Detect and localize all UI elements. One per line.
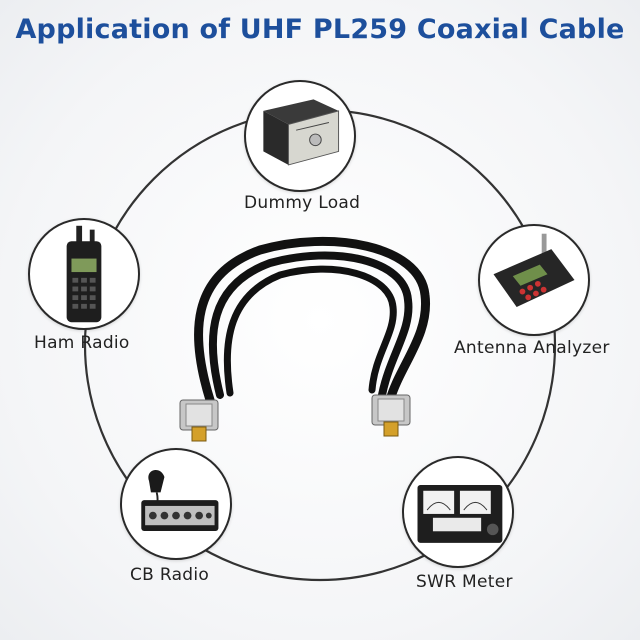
swr-meter-icon (417, 485, 503, 543)
antenna-analyzer-node (478, 224, 590, 336)
dummy-load-label: Dummy Load (244, 193, 361, 213)
dummy-load-device-icon (263, 99, 340, 166)
right-pl259-connector (371, 394, 411, 437)
cb-radio-node (120, 448, 232, 560)
cb-radio-icon (141, 470, 219, 531)
dummy-load-node (244, 80, 356, 192)
ham-radio-label: Ham Radio (34, 333, 130, 353)
ham-radio-icon (66, 225, 102, 323)
swr-meter-label: SWR Meter (416, 572, 513, 592)
left-pl259-connector (179, 399, 219, 442)
ham-radio-node (28, 218, 140, 330)
antenna-analyzer-label: Antenna Analyzer (454, 338, 610, 358)
swr-meter-node (402, 456, 514, 568)
page-title: Application of UHF PL259 Coaxial Cable (15, 14, 625, 45)
coaxial-cable-image (179, 236, 431, 442)
antenna-analyzer-icon (493, 233, 575, 307)
cb-radio-label: CB Radio (130, 565, 210, 585)
